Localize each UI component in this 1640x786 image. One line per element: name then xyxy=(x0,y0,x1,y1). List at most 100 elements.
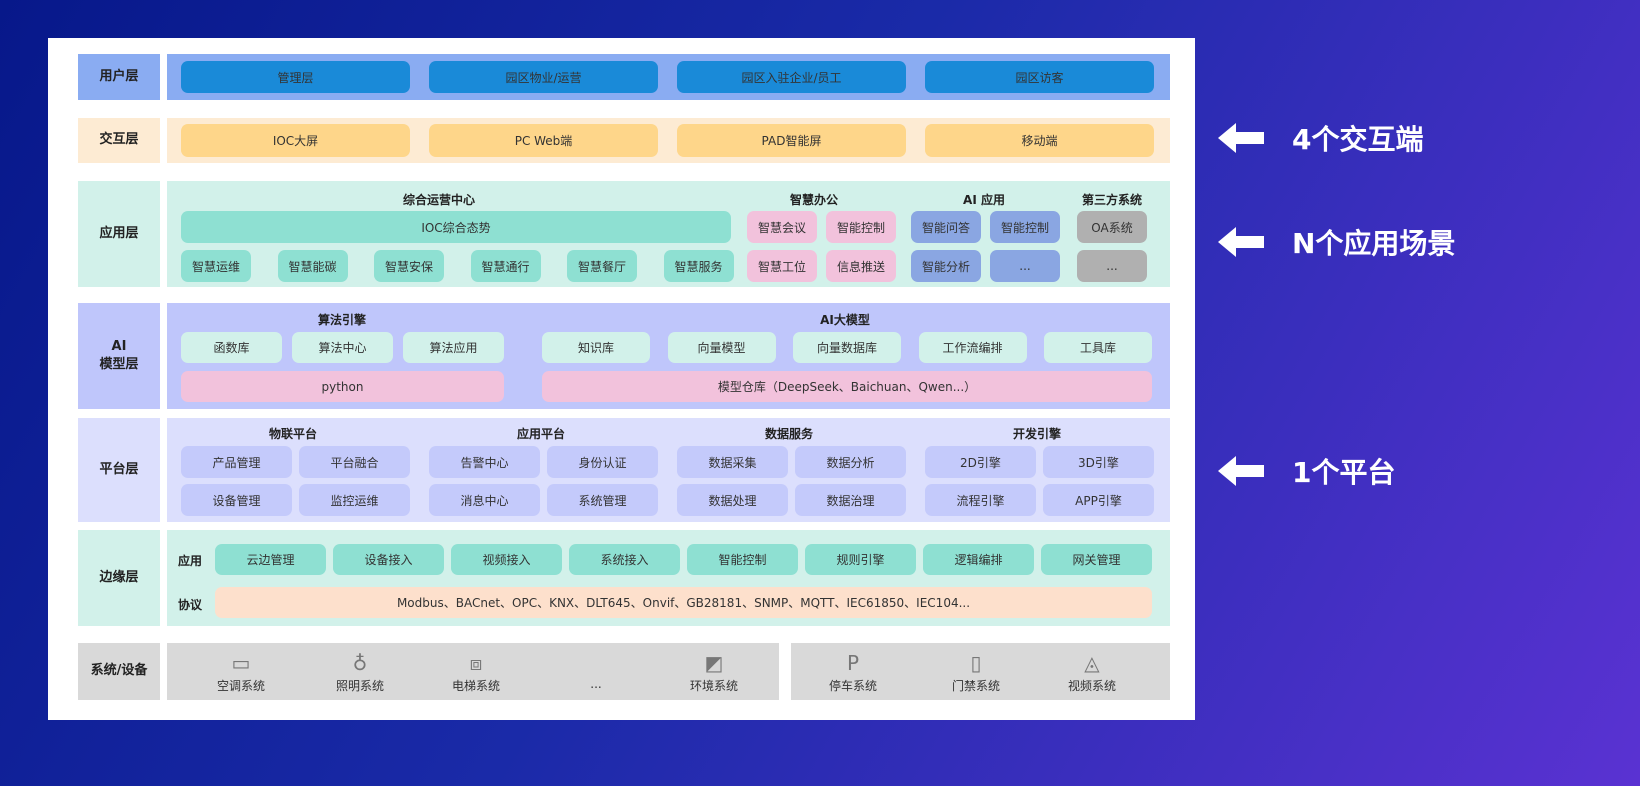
ioc-overview-pill[interactable]: IOC综合态势 xyxy=(181,211,731,243)
device-name: 环境系统 xyxy=(689,679,738,693)
device-item[interactable]: ♁照明系统 xyxy=(320,649,400,694)
llm-component-pill[interactable]: 向量模型 xyxy=(667,332,776,363)
ops-app-pill[interactable]: 智慧服务 xyxy=(663,250,734,282)
interaction-terminal-pill[interactable]: PAD智能屏 xyxy=(677,124,906,157)
side-note-text: 4个交互端 xyxy=(1292,123,1424,156)
ai-app-pill[interactable]: 智能控制 xyxy=(990,211,1060,243)
edge-app-pill[interactable]: 设备接入 xyxy=(333,544,444,575)
platform-module-pill[interactable]: 数据处理 xyxy=(677,484,788,516)
platform-module-pill[interactable]: 3D引擎 xyxy=(1043,446,1154,478)
platform-group-title: 应用平台 xyxy=(516,427,566,441)
side-note-text: N个应用场景 xyxy=(1292,227,1456,260)
user-role-pill: 园区入驻企业/员工 xyxy=(677,61,906,93)
user-layer: 管理层园区物业/运营园区入驻企业/员工园区访客 xyxy=(167,54,1170,100)
device-item[interactable]: ▯门禁系统 xyxy=(936,649,1016,694)
llm-component-pill[interactable]: 工具库 xyxy=(1044,332,1152,363)
interaction-terminal-pill[interactable]: PC Web端 xyxy=(429,124,658,157)
platform-module-pill[interactable]: 数据分析 xyxy=(795,446,906,478)
platform-group-title: 数据服务 xyxy=(764,427,814,441)
device-item[interactable]: ◬ 视频系统 xyxy=(1052,649,1132,694)
platform-module-pill[interactable]: 2D引擎 xyxy=(925,446,1036,478)
edge-app-pill[interactable]: 智能控制 xyxy=(687,544,798,575)
platform-module-pill[interactable]: 设备管理 xyxy=(181,484,292,516)
python-pill[interactable]: python xyxy=(181,371,504,402)
device-name: 视频系统 xyxy=(1067,679,1116,693)
device-name: 门禁系统 xyxy=(951,679,1000,693)
side-note-application: N个应用场景 xyxy=(1218,222,1455,262)
ai-app-pill[interactable]: 智能问答 xyxy=(911,211,981,243)
protocol-list: Modbus、BACnet、OPC、KNX、DLT645、Onvif、GB281… xyxy=(215,587,1152,618)
edge-app-pill[interactable]: 网关管理 xyxy=(1041,544,1152,575)
third-party-title: 第三方系统 xyxy=(1081,193,1143,207)
office-app-pill[interactable]: 信息推送 xyxy=(826,250,896,282)
edge-app-pill[interactable]: 系统接入 xyxy=(569,544,680,575)
edge-app-pill[interactable]: 规则引擎 xyxy=(805,544,916,575)
parking-icon: P xyxy=(846,651,860,675)
edge-app-pill[interactable]: 云边管理 xyxy=(215,544,326,575)
algorithm-pill[interactable]: 函数库 xyxy=(181,332,282,363)
device-item[interactable]: ▭ 空调系统 xyxy=(201,649,281,694)
device-item[interactable]: ⧈电梯系统 xyxy=(436,649,516,694)
device-name: 空调系统 xyxy=(216,679,265,693)
llm-component-pill[interactable]: 知识库 xyxy=(542,332,650,363)
edge-app-pill[interactable]: 视频接入 xyxy=(451,544,562,575)
side-note-interaction: 4个交互端 xyxy=(1218,118,1423,158)
ops-app-pill[interactable]: 智慧通行 xyxy=(470,250,541,282)
llm-component-pill[interactable]: 工作流编排 xyxy=(918,332,1027,363)
ops-app-pill[interactable]: 智慧能碳 xyxy=(277,250,348,282)
ai-app-pill[interactable]: 智能分析 xyxy=(911,250,981,282)
platform-module-pill[interactable]: APP引擎 xyxy=(1043,484,1154,516)
model-repository-pill[interactable]: 模型仓库（DeepSeek、Baichuan、Qwen...） xyxy=(542,371,1152,402)
arrow-left-icon xyxy=(1218,227,1264,257)
platform-module-pill[interactable]: 系统管理 xyxy=(547,484,658,516)
camera-icon: ◬ xyxy=(1084,651,1100,675)
platform-module-pill[interactable]: 平台融合 xyxy=(299,446,410,478)
ai-app-pill[interactable]: ... xyxy=(990,250,1060,282)
side-note-text: 1个平台 xyxy=(1292,456,1396,489)
device-item[interactable]: ◩ 环境系统 xyxy=(674,649,754,694)
office-app-pill[interactable]: 智慧会议 xyxy=(747,211,817,243)
air-conditioner-icon: ▭ xyxy=(231,651,251,675)
platform-module-pill[interactable]: 数据采集 xyxy=(677,446,788,478)
llm-component-pill[interactable]: 向量数据库 xyxy=(793,332,901,363)
interaction-terminal-pill[interactable]: IOC大屏 xyxy=(181,124,410,157)
ellipsis-icon xyxy=(556,649,636,677)
platform-module-pill[interactable]: 数据治理 xyxy=(795,484,906,516)
platform-module-pill[interactable]: 消息中心 xyxy=(429,484,540,516)
platform-module-pill[interactable]: 身份认证 xyxy=(547,446,658,478)
side-note-platform: 1个平台 xyxy=(1218,451,1395,491)
platform-module-pill[interactable]: 流程引擎 xyxy=(925,484,1036,516)
ops-app-pill[interactable]: 智慧餐厅 xyxy=(567,250,637,282)
office-app-pill[interactable]: 智慧工位 xyxy=(747,250,817,282)
platform-module-pill[interactable]: 监控运维 xyxy=(299,484,410,516)
algorithm-pill[interactable]: 算法应用 xyxy=(403,332,504,363)
interaction-layer: IOC大屏 PC Web端 PAD智能屏移动端 xyxy=(167,118,1170,163)
platform-module-pill[interactable]: 产品管理 xyxy=(181,446,292,478)
third-party-pill[interactable]: ... xyxy=(1077,250,1147,282)
layer-label-user: 用户层 xyxy=(78,54,160,100)
ops-app-pill[interactable]: 智慧安保 xyxy=(374,250,444,282)
platform-group-title: 物联平台 xyxy=(268,427,318,441)
office-app-pill[interactable]: 智能控制 xyxy=(826,211,896,243)
platform-module-pill[interactable]: 告警中心 xyxy=(429,446,540,478)
edge-protocol-label: 协议 xyxy=(177,598,203,612)
device-name: ... xyxy=(590,677,602,691)
user-role-pill: 管理层 xyxy=(181,61,410,93)
algorithm-pill[interactable]: 算法中心 xyxy=(292,332,393,363)
user-role-pill: 园区访客 xyxy=(925,61,1154,93)
interaction-terminal-pill[interactable]: 移动端 xyxy=(925,124,1154,157)
llm-title: AI大模型 xyxy=(820,313,870,327)
ops-app-pill[interactable]: 智慧运维 xyxy=(181,250,251,282)
layer-label-ai-model: AI 模型层 xyxy=(78,303,160,409)
device-item[interactable]: ... xyxy=(556,649,636,691)
elevator-icon: ⧈ xyxy=(469,651,483,675)
environment-icon: ◩ xyxy=(704,651,724,675)
third-party-pill[interactable]: OA系统 xyxy=(1077,211,1147,243)
edge-app-pill[interactable]: 逻辑编排 xyxy=(923,544,1034,575)
device-name: 照明系统 xyxy=(335,679,384,693)
layer-label-platform: 平台层 xyxy=(78,418,160,522)
